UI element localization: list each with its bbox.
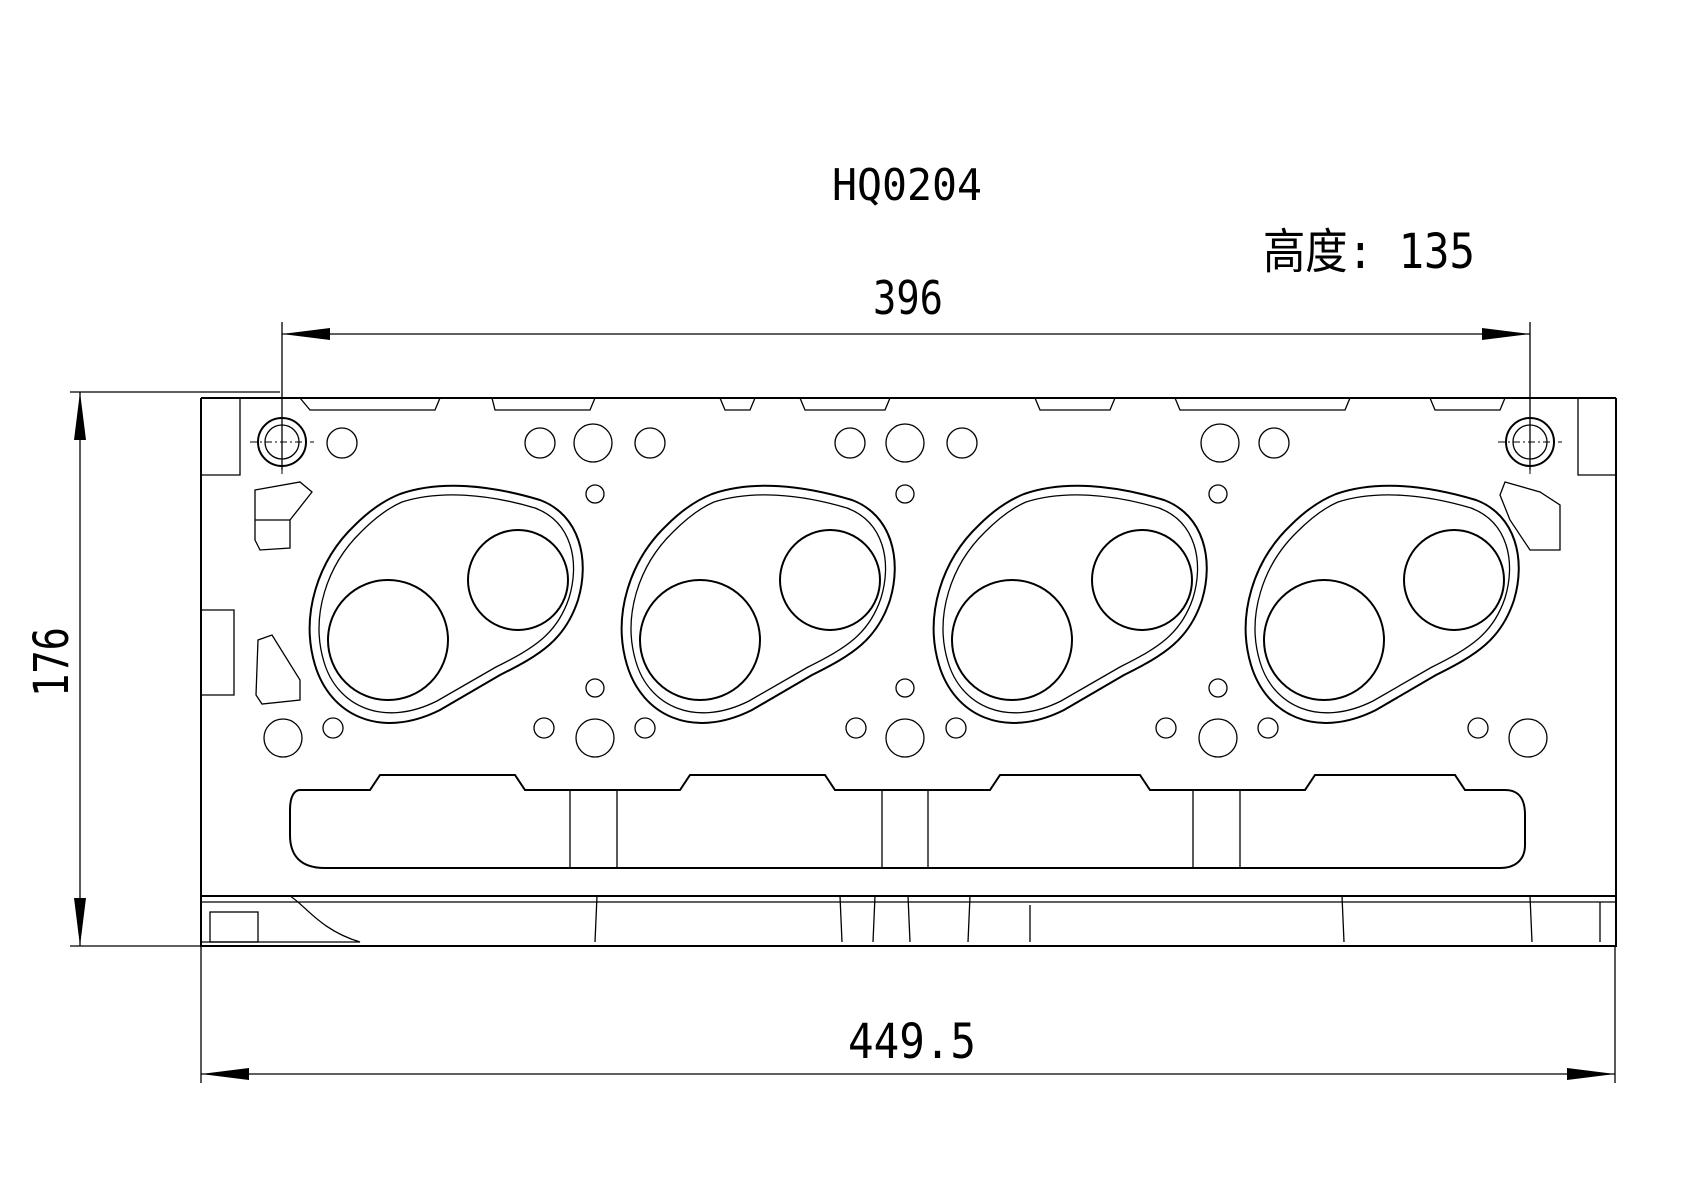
height-label: 高度: 135 [1263,224,1475,280]
dim-bolt-span [281,322,1531,470]
part-number: HQ0204 [832,160,982,211]
dim-overall-height-text: 176 [24,627,80,697]
coolant-holes [263,423,1548,758]
head-outline [200,397,1617,947]
coolant-channel [289,774,1526,869]
side-slots [254,481,1561,705]
dim-overall-width-text: 449.5 [848,1014,976,1070]
dim-overall-width [200,940,1616,1083]
dim-bolt-span-text: 396 [873,271,943,325]
combustion-chamber-3 [932,484,1208,724]
dowel-hole-right [1498,410,1562,474]
combustion-chamber-4 [1244,484,1520,724]
dowel-hole-left [250,410,314,474]
dim-overall-height [70,391,280,947]
lower-rail [201,895,1601,943]
combustion-chamber-1 [308,484,584,724]
combustion-chamber-2 [620,484,896,724]
